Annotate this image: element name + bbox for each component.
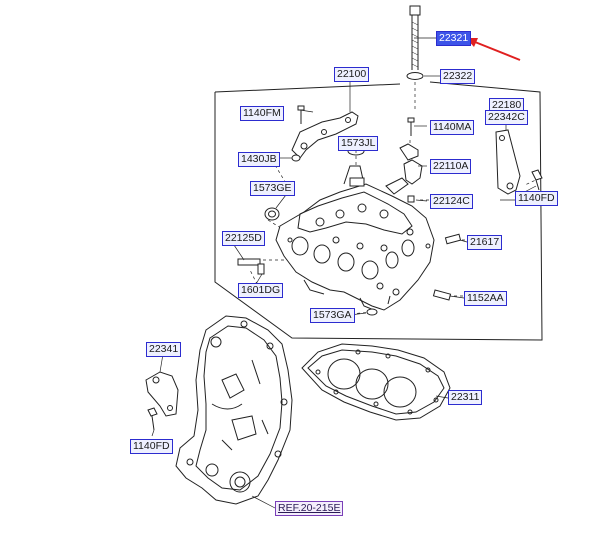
pointer-arrow <box>466 38 521 61</box>
part-label-22110a[interactable]: 22110A <box>430 159 472 174</box>
assembly-frame <box>214 83 401 93</box>
part-label-1140fd-lower[interactable]: 1140FD <box>130 439 173 454</box>
bearing-cap-drawing <box>291 111 359 159</box>
part-label-22311[interactable]: 22311 <box>448 390 483 405</box>
part-label-22125d[interactable]: 22125D <box>222 231 265 246</box>
part-label-22321[interactable]: 22321 <box>436 31 472 46</box>
bolt-washer-drawing <box>406 72 424 80</box>
part-label-22342c[interactable]: 22342C <box>485 110 528 125</box>
part-label-1573ge[interactable]: 1573GE <box>250 181 295 196</box>
part-label-1152aa[interactable]: 1152AA <box>464 291 507 306</box>
part-label-22124c[interactable]: 22124C <box>430 194 473 209</box>
bracket-22180-drawing <box>495 129 521 195</box>
part-label-21617[interactable]: 21617 <box>467 235 503 250</box>
part-label-1140fm[interactable]: 1140FM <box>240 106 284 121</box>
cylinder-head-bolt-drawing <box>409 5 421 70</box>
part-label-22322[interactable]: 22322 <box>440 69 476 84</box>
part-label-1573jl[interactable]: 1573JL <box>338 136 379 151</box>
bolt-1140fm-drawing <box>297 105 305 124</box>
head-gasket-drawing <box>301 343 451 421</box>
part-label-22180[interactable]: 22180 <box>489 98 525 113</box>
part-label-22100[interactable]: 22100 <box>334 67 370 82</box>
reference-link[interactable]: REF.20-215E <box>275 501 344 516</box>
part-label-1140ma[interactable]: 1140MA <box>430 120 475 135</box>
part-label-1140fd-upper[interactable]: 1140FD <box>515 191 558 206</box>
part-label-22341[interactable]: 22341 <box>146 342 182 357</box>
part-label-1573ga[interactable]: 1573GA <box>310 308 355 323</box>
part-label-1430jb[interactable]: 1430JB <box>238 152 280 167</box>
cylinder-head-drawing <box>275 165 435 311</box>
timing-cover-drawing <box>175 315 293 505</box>
part-label-1601dg[interactable]: 1601DG <box>238 283 284 298</box>
